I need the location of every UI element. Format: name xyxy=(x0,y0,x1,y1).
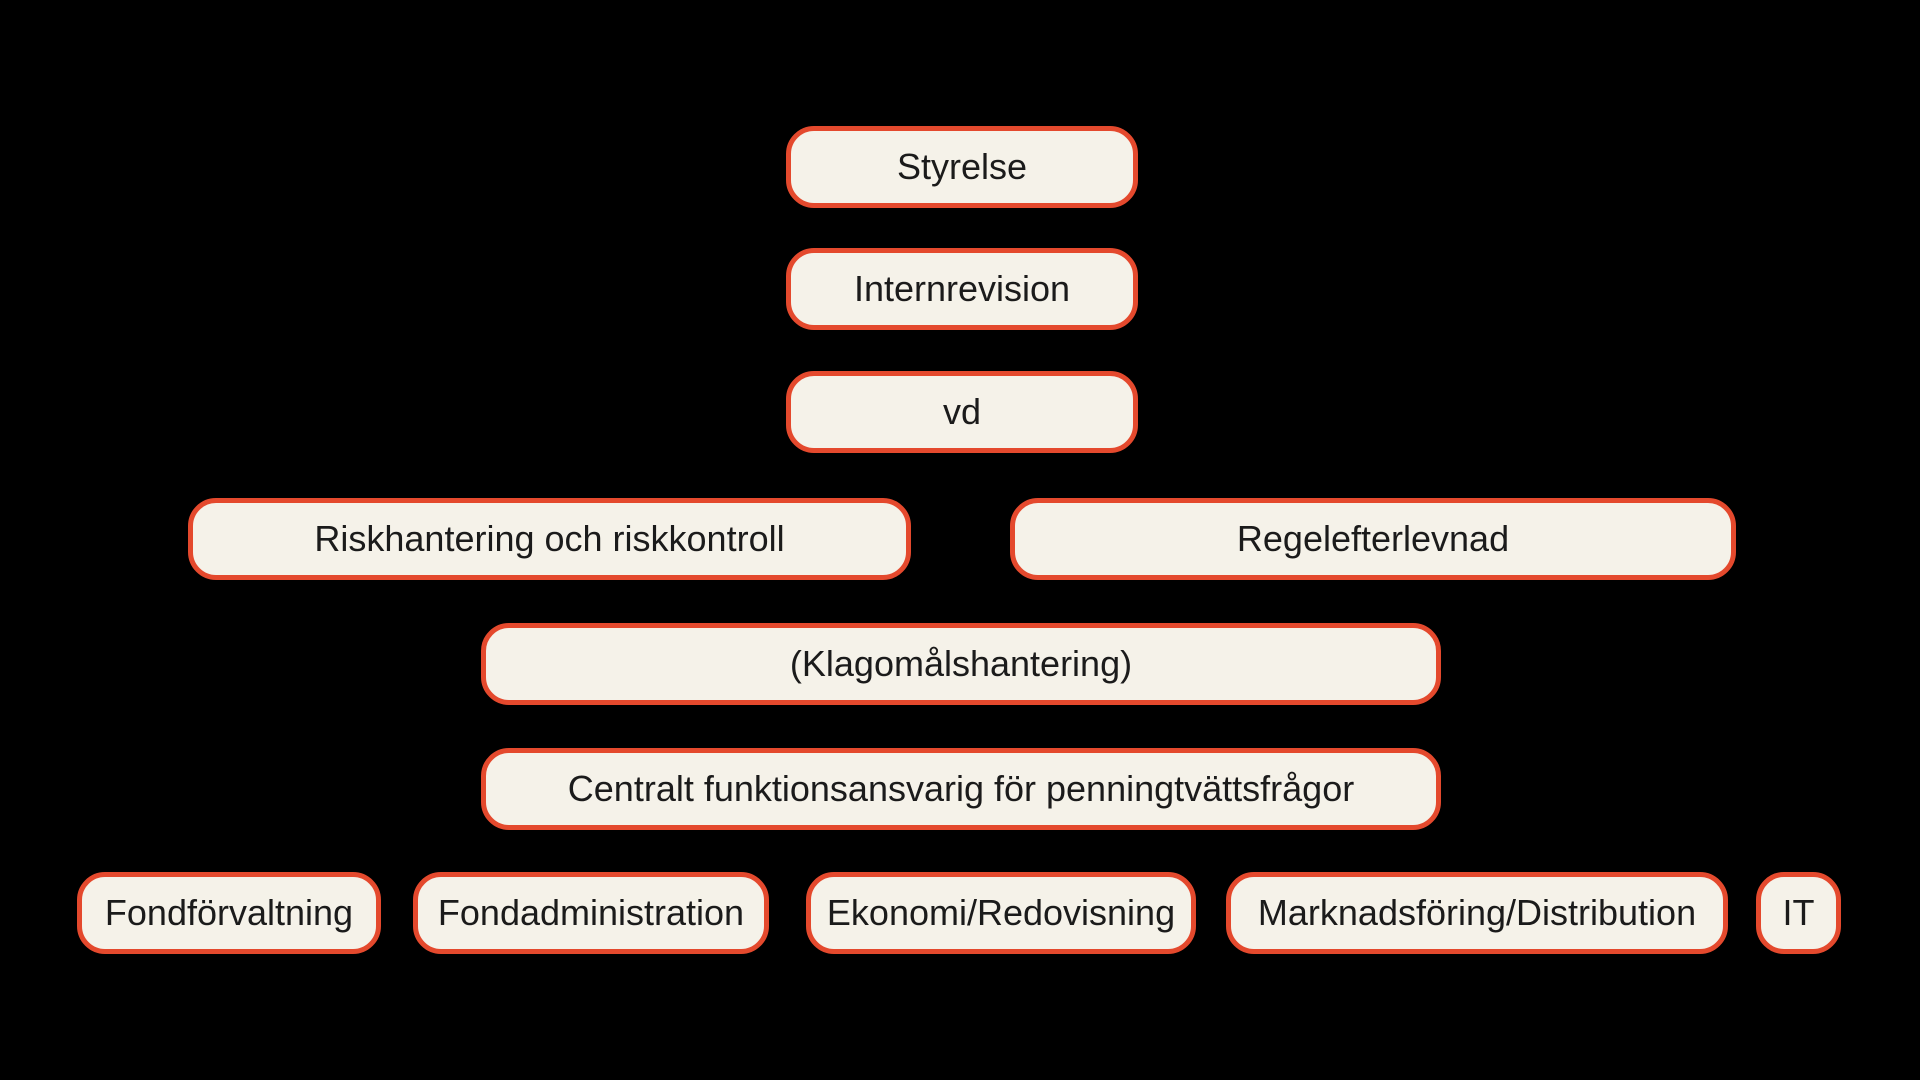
org-node-fondforvaltning: Fondförvaltning xyxy=(77,872,381,954)
org-node-vd: vd xyxy=(786,371,1138,453)
org-node-styrelse: Styrelse xyxy=(786,126,1138,208)
org-node-it: IT xyxy=(1756,872,1841,954)
org-node-fondadministration: Fondadministration xyxy=(413,872,769,954)
org-node-marknadsforing-distribution: Marknadsföring/Distribution xyxy=(1226,872,1728,954)
org-node-ekonomi-redovisning: Ekonomi/Redovisning xyxy=(806,872,1196,954)
org-node-regelefterlevnad: Regelefterlevnad xyxy=(1010,498,1736,580)
org-node-klagomalshantering: (Klagomålshantering) xyxy=(481,623,1441,705)
org-node-internrevision: Internrevision xyxy=(786,248,1138,330)
org-node-riskhantering: Riskhantering och riskkontroll xyxy=(188,498,911,580)
org-node-centralt-funktionsansvarig: Centralt funktionsansvarig för penningtv… xyxy=(481,748,1441,830)
